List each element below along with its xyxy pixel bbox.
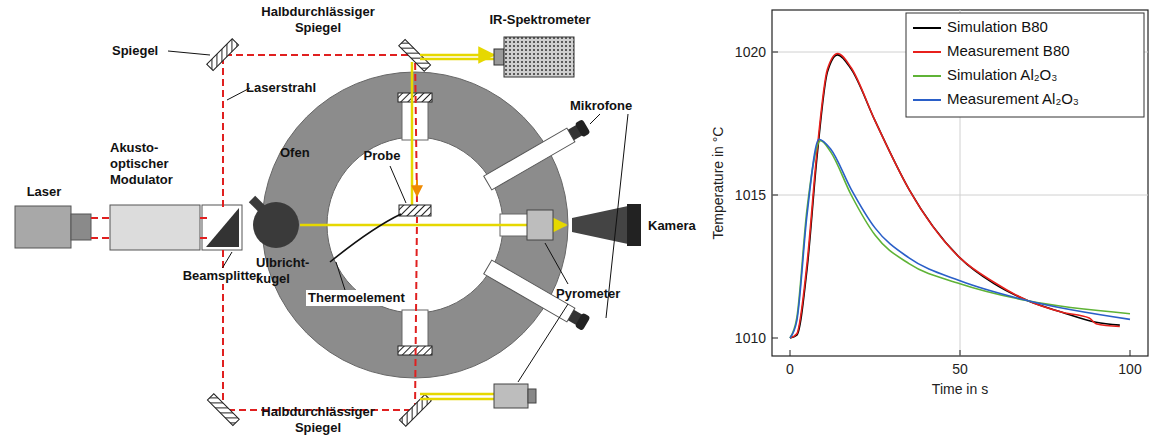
legend-text: Simulation B80 [947,18,1048,36]
legend-text: Measurement B80 [947,42,1070,60]
part-label: Mikrofone [570,98,632,114]
beam-to-camera [300,224,566,227]
axis-label: 1015 [735,187,766,203]
part-label: Ulbricht- kugel [256,255,328,287]
tick [790,350,791,356]
part-label: Akusto- optischer Modulator [110,140,194,188]
plot-frame [772,10,1148,356]
part-label: Ofen [280,145,310,161]
detection-beam [300,55,566,399]
microphone-tube [484,128,575,190]
microphone-head [575,313,591,331]
grid [772,10,1148,356]
ticks [772,52,1130,356]
beam-to-spectrometer [420,54,494,57]
part-label: Probe [364,148,401,164]
ir-spectrometer-box [504,37,574,77]
beam-segment [200,217,210,219]
sample [399,205,431,216]
beam-to-pyrometer-2 [420,398,494,401]
part-label: Beamsplitter [181,268,264,284]
leader-lines [168,51,628,382]
part-label: Kamera [648,218,696,234]
spectrometer-nozzle [494,49,504,65]
microphone-upper [484,119,591,190]
legend-box [906,13,1144,117]
laser-beam [91,55,417,410]
beam-upper-path [223,55,417,207]
beam-lower-path [223,217,417,410]
beam-to-pyrometer [420,393,494,396]
part-label: Thermoelement [306,290,407,306]
leader-line [590,114,600,124]
axis-label: Temperature in °C [710,127,726,240]
leader-line [168,51,210,55]
axis-label: 1010 [735,330,766,346]
mirror [207,39,239,71]
legend-text: Measurement Al₂O₃ [947,90,1079,108]
beam-to-top [411,62,414,205]
axis-label: 100 [1118,361,1141,377]
legend-text: Simulation Al₂O₃ [947,66,1057,84]
beam-segment [200,237,210,239]
camera-body [627,204,641,246]
leader-line [390,166,406,203]
beamsplitter-box [202,205,242,250]
tick [772,195,778,196]
axis-label: Time in s [932,381,988,397]
legend-sample-line [913,27,941,29]
part-label: IR-Spektrometer [489,12,590,28]
laser-nozzle [71,214,91,240]
laser-arrow [416,180,418,196]
camera-lens [572,206,628,244]
legend-sample-line [913,99,941,101]
leader-line [545,243,568,284]
microphone-head [575,119,591,137]
beam-segment [91,217,110,219]
temperature-curve [790,53,1120,338]
leader-line [336,262,345,290]
integrating-sphere [253,202,299,248]
beam-to-spectrometer-2 [420,58,494,61]
part-label: Spiegel [112,43,158,59]
axis-label: 0 [786,361,794,377]
part-label: Laserstrahl [246,80,316,96]
beam-segment [91,237,110,239]
axis-label: 50 [952,361,968,377]
axis-label: 1020 [735,44,766,60]
temperature-curve [790,55,1120,338]
beamsplitter-prism [206,208,239,247]
part-label: Halbdurchlässiger Spiegel [243,404,393,436]
part-label: Pyrometer [556,286,620,302]
legend-samples [913,28,941,100]
tick [772,52,778,53]
laser-body [15,206,71,248]
legend-sample-line [913,75,941,77]
leader-line [518,304,568,382]
legend-sample-line [913,51,941,53]
temperature-curve [790,139,1130,338]
part-label: Laser [27,184,62,200]
part-label: Halbdurchlässiger Spiegel [243,4,393,36]
sphere-nozzle [252,199,262,209]
modulator-box [110,205,200,250]
pyrometer-box [527,210,553,240]
pyrometer-body [494,384,528,408]
tick [960,350,961,356]
pyrometer-nozzle [528,389,536,403]
mirror [207,394,239,426]
tick [1130,350,1131,356]
temperature-curve [790,141,1130,338]
thermocouple-wire [330,214,401,262]
tick [772,338,778,339]
